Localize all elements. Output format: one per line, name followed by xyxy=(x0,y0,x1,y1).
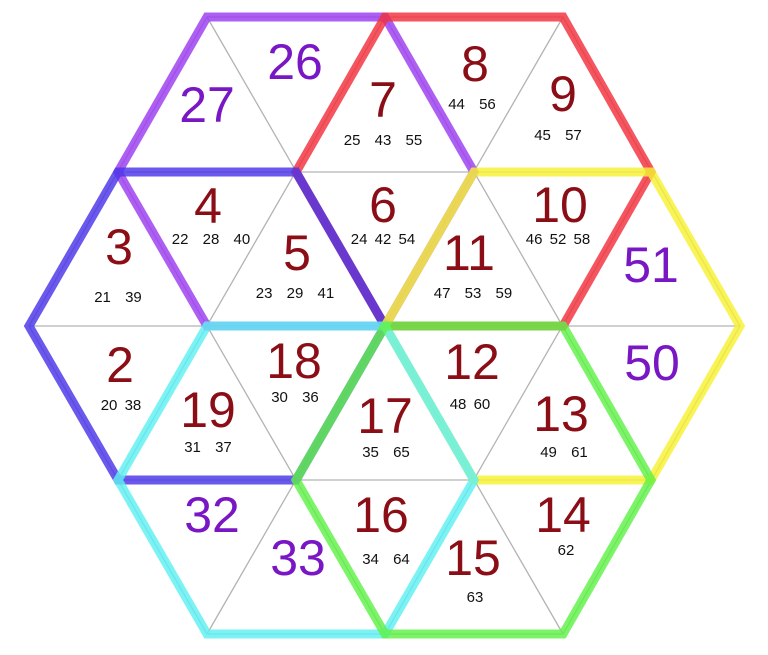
triangle-27-number: 27 xyxy=(179,77,235,133)
triangle-8-number: 8 xyxy=(461,36,489,92)
triangle-17-number: 17 xyxy=(357,388,413,444)
triangle-11-values: 47 53 59 xyxy=(434,285,512,302)
triangle-9-values: 45 57 xyxy=(534,127,582,144)
triangle-51-number: 51 xyxy=(623,237,679,293)
green-hexagon-bottom-right xyxy=(290,321,657,639)
triangle-16-values: 34 64 xyxy=(362,551,410,568)
triangle-16-number: 16 xyxy=(353,487,409,543)
triangle-13-values: 49 61 xyxy=(540,444,588,461)
triangle-7-number: 7 xyxy=(369,72,397,128)
triangle-6-number: 6 xyxy=(369,177,397,233)
colored-hexagons xyxy=(23,12,746,639)
triangle-2-values: 20 38 xyxy=(101,397,142,414)
triangle-12-number: 12 xyxy=(444,334,500,390)
triangle-8-values: 44 56 xyxy=(448,96,496,113)
triangle-14-values: 62 xyxy=(558,542,575,559)
triangle-15-number: 15 xyxy=(445,530,501,586)
triangle-18-number: 18 xyxy=(266,333,322,389)
triangle-5-number: 5 xyxy=(283,225,311,281)
triangle-17-values: 35 65 xyxy=(362,444,410,461)
triangle-11-number: 11 xyxy=(443,225,495,281)
triangle-3-number: 3 xyxy=(105,219,133,275)
triangle-10-values: 46 52 58 xyxy=(526,231,590,248)
triangle-5-values: 23 29 41 xyxy=(256,285,334,302)
triangle-labels: 27 26 7 25 43 55 8 44 56 9 45 57 3 21 39… xyxy=(94,34,680,606)
triangle-19-values: 31 37 xyxy=(184,439,232,456)
triangle-26-number: 26 xyxy=(267,34,323,90)
triangle-13-number: 13 xyxy=(533,386,589,442)
triangle-19-number: 19 xyxy=(180,382,236,438)
triangle-32-number: 32 xyxy=(184,487,240,543)
triangle-4-values: 22 28 40 xyxy=(172,231,250,248)
triangle-10-number: 10 xyxy=(532,177,588,233)
triangle-33-number: 33 xyxy=(270,530,326,586)
triangle-50-number: 50 xyxy=(624,335,680,391)
triangle-4-number: 4 xyxy=(194,178,222,234)
triangle-12-values: 48 60 xyxy=(450,396,491,413)
triangle-3-values: 21 39 xyxy=(94,289,142,306)
triangle-15-values: 63 xyxy=(467,589,484,606)
triangle-14-number: 14 xyxy=(535,487,591,543)
triangle-6-values: 24 42 54 xyxy=(351,231,415,248)
triangle-2-number: 2 xyxy=(106,337,134,393)
triangle-7-values: 25 43 55 xyxy=(344,132,422,149)
triangle-9-number: 9 xyxy=(549,66,577,122)
triangle-18-values: 30 36 xyxy=(271,389,319,406)
